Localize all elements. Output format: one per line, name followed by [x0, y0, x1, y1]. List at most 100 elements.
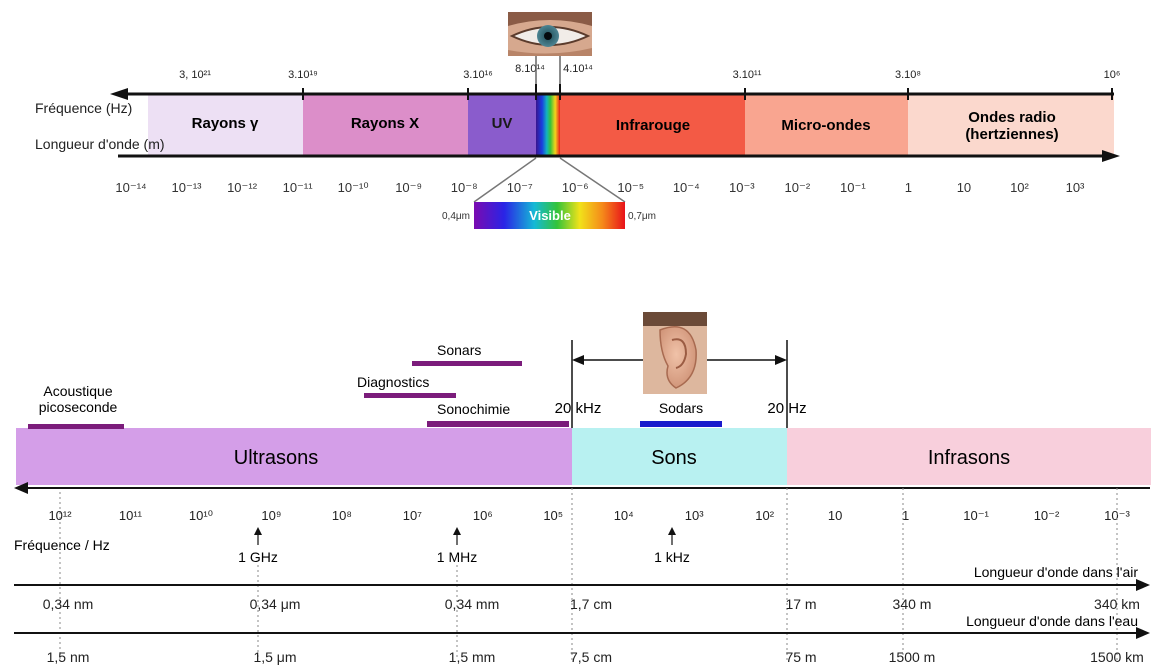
em-freq-tick-labels: 3, 10²¹ 3.10¹⁹ 3.10¹⁶ 8.10¹⁴ 4.10¹⁴ 3.10… — [179, 63, 1120, 81]
em-wave-tick: 10⁻⁴ — [673, 180, 700, 195]
em-freq-tick: 3.10¹⁹ — [288, 69, 318, 81]
acoustic-freq-arrowhead — [14, 482, 28, 494]
band-label-radio: Ondes radio — [968, 109, 1056, 126]
em-wave-tick: 10³ — [1066, 180, 1085, 195]
em-wave-tick: 10² — [1010, 180, 1029, 195]
em-wave-tick: 10⁻¹¹ — [283, 180, 314, 195]
visible-right-label: 0,7μm — [628, 211, 656, 222]
em-wave-tick: 10⁻⁵ — [617, 180, 644, 195]
acoustic-freq-tick: 10 — [828, 508, 842, 523]
em-freq-tick: 10⁶ — [1104, 69, 1121, 81]
acoustic-freq-label: Fréquence / Hz — [14, 537, 110, 553]
acoustic-freq-tick: 10¹² — [48, 508, 72, 523]
marker-label-1ghz: 1 GHz — [238, 549, 278, 565]
band-label-microwave: Micro-ondes — [781, 117, 870, 134]
acoustic-freq-tick: 10⁶ — [473, 508, 493, 523]
em-wave-tick: 10⁻¹² — [227, 180, 258, 195]
acoustic-freq-tick: 10⁵ — [543, 508, 563, 523]
acoustic-freq-tick: 10¹¹ — [119, 508, 143, 523]
limit-20hz: 20 Hz — [767, 400, 806, 417]
band-gamma — [148, 94, 303, 156]
em-wave-tick: 10⁻⁹ — [395, 180, 422, 195]
air-label: Longueur d'onde dans l'air — [974, 564, 1138, 580]
acoustic-freq-tick: 10⁻² — [1034, 508, 1060, 523]
visible-zoom-line-left — [473, 157, 537, 203]
air-value: 340 km — [1094, 596, 1140, 612]
band-label-gamma: Rayons γ — [192, 115, 259, 132]
app-bar-sonars — [412, 361, 522, 366]
audible-arrowhead-right — [775, 355, 787, 365]
app-label-acoustique: Acoustique — [43, 383, 112, 399]
water-value: 1,5 μm — [253, 649, 296, 665]
em-wave-tick: 10⁻⁶ — [562, 180, 589, 195]
em-wave-tick: 1 — [905, 180, 912, 195]
app-label-acoustique-2: picoseconde — [39, 399, 118, 415]
band-label-infrasons: Infrasons — [928, 447, 1010, 469]
water-label: Longueur d'onde dans l'eau — [966, 613, 1138, 629]
acoustic-freq-tick: 10⁹ — [261, 508, 281, 523]
acoustic-freq-tick: 10⁻¹ — [963, 508, 989, 523]
em-wave-tick: 10⁻¹ — [840, 180, 866, 195]
air-value: 17 m — [785, 596, 816, 612]
em-wave-tick: 10⁻² — [785, 180, 811, 195]
app-bar-acoustique — [28, 424, 124, 429]
air-value: 1,7 cm — [570, 596, 612, 612]
audible-arrowhead-left — [572, 355, 584, 365]
marker-1ghz: 1 GHz — [238, 527, 278, 565]
app-label-sonochimie: Sonochimie — [437, 401, 510, 417]
water-value: 75 m — [785, 649, 816, 665]
band-radio — [908, 94, 1114, 156]
ear-icon — [643, 312, 707, 394]
band-infrasons — [787, 428, 1151, 485]
acoustic-freq-tick: 10⁸ — [332, 508, 352, 523]
acoustic-freq-tick: 10¹⁰ — [189, 508, 213, 523]
band-label-infrared: Infrarouge — [616, 117, 690, 134]
em-freq-tick: 3.10⁸ — [895, 69, 921, 81]
band-label-ultrasons: Ultrasons — [234, 447, 318, 469]
app-bar-sonochimie — [427, 421, 569, 427]
air-arrowhead — [1136, 579, 1150, 591]
em-wave-tick: 10 — [957, 180, 971, 195]
band-label-sons: Sons — [651, 447, 697, 469]
em-bands — [148, 94, 1114, 156]
em-wave-tick: 10⁻³ — [729, 180, 755, 195]
air-values: 0,34 nm 0,34 μm 0,34 mm 1,7 cm 17 m 340 m 340 … — [43, 596, 1140, 612]
band-microwave — [745, 94, 908, 156]
app-label-diagnostics: Diagnostics — [357, 374, 429, 390]
em-freq-tick: 8.10¹⁴ — [515, 63, 545, 75]
acoustic-freq-tick: 10⁷ — [403, 508, 422, 523]
water-value: 1,5 nm — [47, 649, 90, 665]
acoustic-freq-tick: 10³ — [685, 508, 704, 523]
visible-zoom-line-right — [559, 157, 626, 203]
app-bar-sodars — [640, 421, 722, 427]
em-freq-ticks — [302, 84, 1113, 100]
acoustic-freq-tick: 10⁻³ — [1104, 508, 1130, 523]
em-wave-arrowhead — [1102, 150, 1120, 162]
em-wave-tick: 10⁻⁸ — [451, 180, 478, 195]
visible-label: Visible — [529, 208, 571, 223]
air-value: 0,34 μm — [250, 596, 301, 612]
air-value: 0,34 nm — [43, 596, 94, 612]
air-value: 0,34 mm — [445, 596, 499, 612]
acoustic-freq-tick: 10² — [755, 508, 774, 523]
em-freq-tick: 4.10¹⁴ — [563, 63, 593, 75]
marker-label-1khz: 1 kHz — [654, 549, 690, 565]
eye-icon — [508, 12, 592, 56]
band-label-radio-sub: (hertziennes) — [965, 126, 1058, 143]
band-label-xray: Rayons X — [351, 115, 419, 132]
visible-left-label: 0,4μm — [442, 211, 470, 222]
water-arrowhead — [1136, 627, 1150, 639]
marker-1mhz: 1 MHz — [437, 527, 477, 565]
em-wave-tick: 10⁻⁷ — [507, 180, 533, 195]
acoustic-freq-tick: 1 — [902, 508, 909, 523]
em-freq-tick: 3.10¹¹ — [733, 69, 762, 81]
water-value: 1500 km — [1090, 649, 1144, 665]
band-ultrasons — [16, 428, 572, 485]
em-freq-tick: 3.10¹⁶ — [463, 69, 493, 81]
band-visible-strip — [536, 94, 560, 156]
em-freq-label: Fréquence (Hz) — [35, 100, 132, 116]
air-value: 340 m — [893, 596, 932, 612]
